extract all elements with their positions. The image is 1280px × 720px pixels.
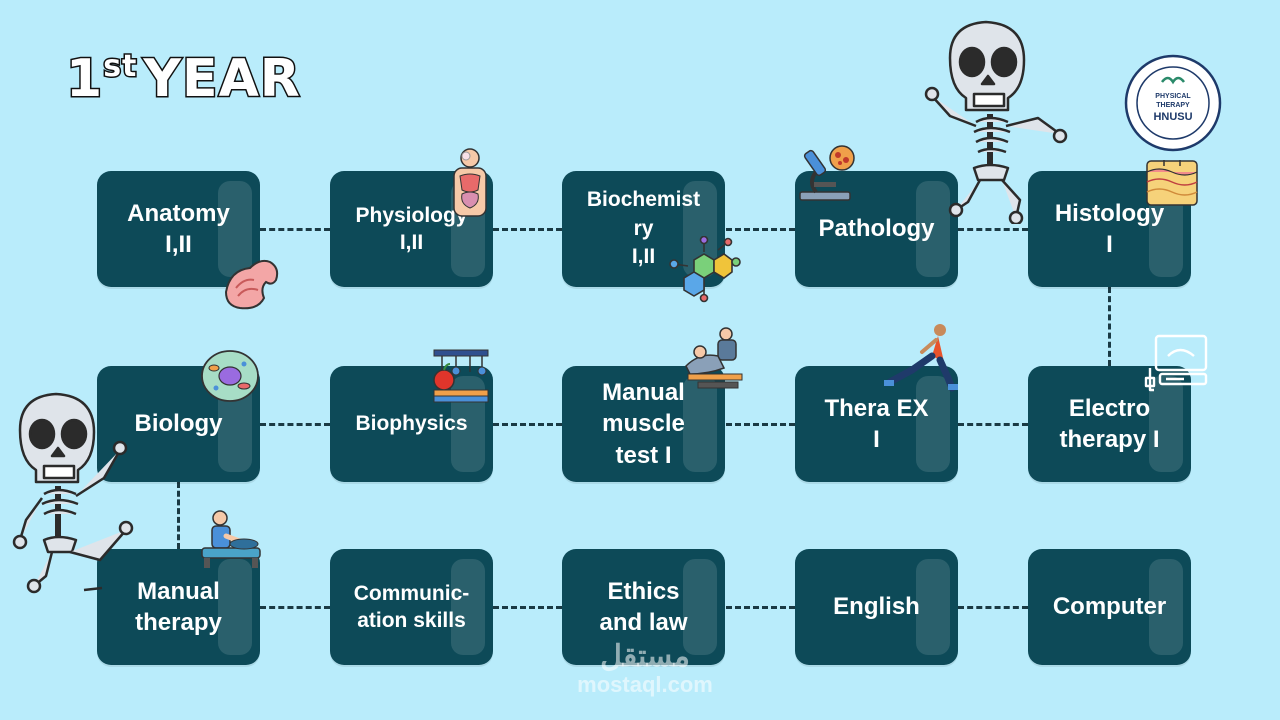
course-label: Biology [134, 410, 223, 438]
examination-icon [685, 327, 743, 389]
box-highlight [1149, 376, 1183, 472]
connector [958, 423, 1028, 426]
course-label: Electro therapy I [1059, 394, 1160, 453]
connector [726, 423, 795, 426]
body-organs-icon [453, 148, 487, 217]
connector [177, 482, 180, 549]
watermark-arabic: مستقل [600, 640, 690, 673]
muscle-arm-icon [224, 259, 279, 310]
course-label: Manual therapy [135, 577, 222, 636]
microscope-icon [799, 145, 855, 201]
course-label: Physiology I,II [355, 203, 468, 254]
course-communication-skills: Communic- ation skills [330, 549, 493, 665]
skeleton-icon [924, 20, 1068, 224]
course-label: Ethics and law [599, 577, 688, 636]
connector [958, 606, 1028, 609]
massage-therapy-icon [201, 510, 261, 568]
course-ethics-and-law: Ethics and law [562, 549, 725, 665]
box-highlight [916, 376, 950, 472]
course-label: Computer [1052, 593, 1167, 621]
course-label: Biophysics [355, 412, 468, 436]
connector [260, 606, 330, 609]
course-label: Anatomy I,II [127, 199, 230, 258]
box-highlight [218, 559, 252, 655]
title-ordinal: 1 [64, 49, 104, 109]
skin-layers-icon [1146, 160, 1198, 206]
ultrasound-monitor-icon [1144, 334, 1208, 392]
box-highlight [1149, 559, 1183, 655]
box-highlight [451, 559, 485, 655]
cell-icon [201, 350, 259, 402]
connector [260, 228, 330, 231]
course-label: English [833, 593, 920, 621]
box-highlight [218, 181, 252, 277]
connector [260, 423, 330, 426]
course-label: Manual muscle test I [602, 379, 685, 469]
connector [493, 228, 562, 231]
connector [958, 228, 1028, 231]
course-computer: Computer [1028, 549, 1191, 665]
connector [493, 606, 562, 609]
course-label: Communic- ation skills [353, 581, 470, 632]
box-highlight [683, 376, 717, 472]
physics-lab-icon [433, 349, 489, 403]
course-manual-muscle-test: Manual muscle test I [562, 366, 725, 482]
course-pathology: Pathology [795, 171, 958, 287]
course-thera-ex: Thera EX I [795, 366, 958, 482]
box-highlight [916, 559, 950, 655]
connector [493, 423, 562, 426]
stretching-athlete-icon [884, 324, 958, 392]
course-electrotherapy: Electro therapy I [1028, 366, 1191, 482]
box-highlight [683, 559, 717, 655]
title-main: YEAR [142, 49, 301, 109]
watermark: مستقل mostaql.com [565, 642, 725, 698]
title-suffix: st [102, 49, 138, 84]
course-label: Histology I [1054, 199, 1165, 258]
course-manual-therapy: Manual therapy [97, 549, 260, 665]
course-label: Thera EX I [824, 394, 929, 453]
molecule-icon [669, 236, 741, 303]
course-anatomy: Anatomy I,II [97, 171, 260, 287]
connector [1108, 287, 1111, 366]
student-union-logo: PHYSICAL THERAPY HNUSU [1124, 54, 1222, 152]
course-label: Pathology [818, 215, 935, 243]
course-label: Biochemist ry I,II [586, 188, 701, 269]
connector [726, 228, 795, 231]
connector [726, 606, 795, 609]
box-highlight [916, 181, 950, 277]
logo-text: PHYSICAL THERAPY HNUSU [1153, 93, 1193, 124]
course-english: English [795, 549, 958, 665]
course-physiology: Physiology I,II [330, 171, 493, 287]
watermark-latin: mostaql.com [577, 672, 713, 697]
skeleton-icon [12, 392, 134, 594]
